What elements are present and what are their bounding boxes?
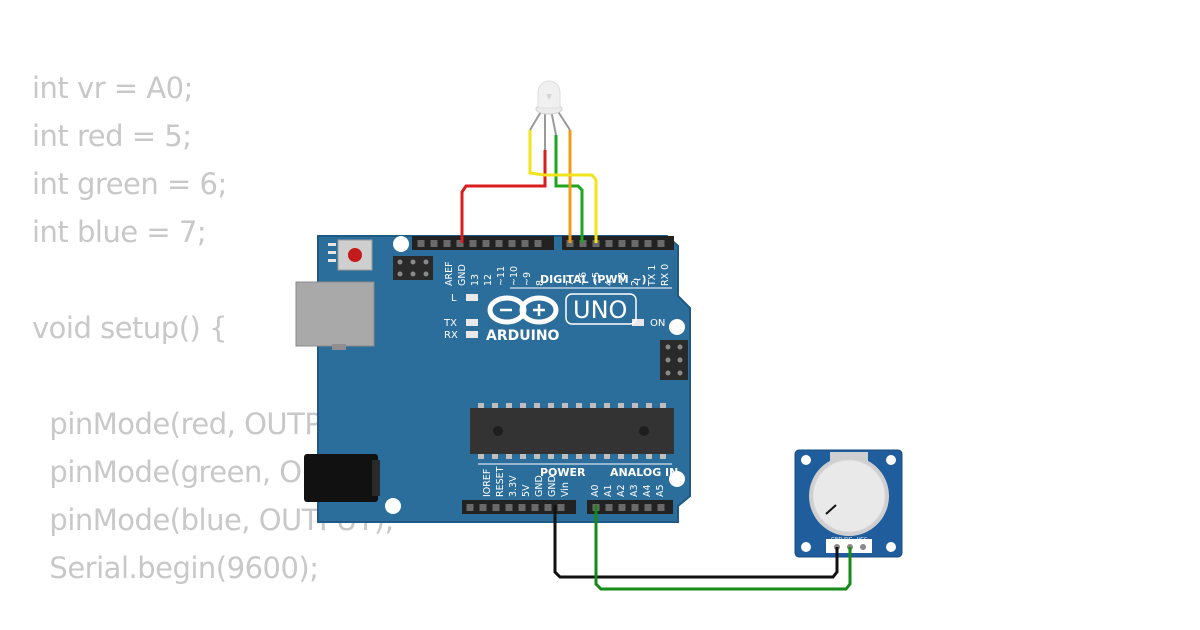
pin-label: RX 0	[660, 264, 671, 286]
pin-label: A5	[655, 484, 666, 497]
mounting-hole	[669, 471, 685, 487]
code-line: void setup() {	[32, 311, 227, 345]
code-line: int red = 5;	[32, 119, 192, 153]
mounting-hole	[669, 319, 685, 335]
digital-header-label: DIGITAL (PWM ~)	[540, 273, 647, 286]
analog-header-label: ANALOG IN	[610, 466, 678, 479]
icsp-header-right	[660, 340, 688, 380]
pin-label: AREF	[444, 261, 455, 286]
pin-label: 8	[535, 280, 546, 286]
pin-label: GND	[457, 264, 468, 286]
pin-label: 3.3V	[508, 475, 519, 497]
pin-label: 4	[604, 280, 615, 286]
pin-label: ~10	[509, 266, 520, 286]
arduino-logo-icon	[487, 295, 559, 325]
wire-yellow-left[interactable]	[528, 130, 545, 177]
rgb-led[interactable]	[529, 80, 571, 150]
led-tx-label: TX	[443, 318, 457, 329]
code-line: Serial.begin(9600);	[32, 551, 319, 585]
wire-red[interactable]	[460, 150, 547, 243]
potentiometer-knob[interactable]	[812, 459, 886, 533]
icsp-header	[393, 256, 433, 280]
board-model: UNO	[573, 296, 627, 324]
led-rx	[466, 331, 478, 338]
code-line: int green = 6;	[32, 167, 227, 201]
pin-label: 2	[630, 280, 641, 286]
knob-indicator	[825, 504, 837, 515]
pin-label: ~9	[522, 272, 533, 286]
pin-label: ~3	[617, 272, 628, 286]
board-brand: ARDUINO	[486, 328, 560, 344]
led-rx-label: RX	[444, 330, 458, 341]
led-on-label: ON	[650, 318, 665, 329]
pin-label: IOREF	[482, 469, 493, 497]
led-tx	[466, 319, 478, 326]
wire-green[interactable]	[554, 135, 584, 243]
led-l	[466, 294, 478, 301]
pin-label: A2	[616, 484, 627, 497]
pin-label: TX 1	[647, 265, 658, 287]
pin-label: ~11	[496, 266, 507, 286]
pin-label: A3	[629, 484, 640, 497]
pin-label: RESET	[495, 466, 506, 497]
wire-black-gnd[interactable]	[553, 505, 839, 579]
pin-label: GND	[547, 475, 558, 497]
pot-pin-label: VCC	[857, 537, 868, 543]
pin-label: 12	[483, 274, 494, 286]
pin-label: 7	[565, 280, 576, 286]
code-line: int vr = A0;	[32, 71, 193, 105]
dc-power-jack	[304, 454, 378, 502]
wire-green-a0[interactable]	[594, 505, 852, 591]
usb-port	[295, 281, 375, 347]
pin-label: A1	[603, 484, 614, 497]
digital-header-right	[562, 236, 674, 250]
mounting-hole	[385, 498, 401, 514]
wire-yellow[interactable]	[544, 173, 598, 243]
pot-pin-label: GND	[831, 537, 843, 543]
mounting-hole	[393, 236, 409, 252]
pin-label: Vin	[560, 482, 571, 497]
pin-label: ~5	[591, 272, 602, 286]
code-line: int blue = 7;	[32, 215, 207, 249]
uno-badge	[565, 293, 637, 325]
led-on	[632, 319, 644, 326]
led-l-label: L	[451, 293, 457, 304]
power-header-label: POWER	[540, 466, 586, 479]
pin-label: 5V	[521, 484, 532, 497]
pin-label: GND	[534, 475, 545, 497]
pin-label: 13	[470, 274, 481, 286]
pin-label: ~6	[578, 272, 589, 286]
pin-label: A0	[590, 484, 601, 497]
pin-label: A4	[642, 484, 653, 497]
code-editor: int vr = A0; int red = 5; int green = 6; in…	[32, 64, 415, 592]
pot-pin-label: SIG	[844, 537, 853, 543]
atmega-chip	[470, 403, 674, 459]
